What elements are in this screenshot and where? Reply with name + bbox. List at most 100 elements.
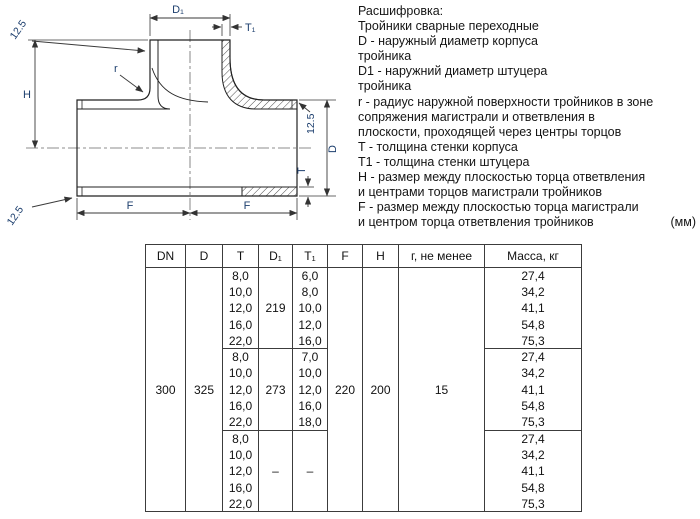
cell-t: 8,0 [222,348,259,366]
legend-line: H - размер между плоскостью торца ответв… [358,170,646,185]
col-header-r-min: г, не менее [398,244,485,268]
cell-t: 22,0 [222,332,259,350]
cell-t: 8,0 [222,430,259,447]
table-row: 12,0 10,0 41,1 [146,300,582,317]
legend-title: Расшифровка: [358,4,444,18]
bevel-label-top: 12.5 [8,18,30,42]
col-header-d1: D₁ [258,244,293,268]
radius-label: r [114,63,118,75]
legend-line: и центром торца ответвления тройников(мм… [358,215,696,230]
cell-t1: – [292,430,328,512]
col-header-mass: Масса, кг [484,244,582,268]
dim-label-d: D [327,145,339,153]
cell-mass: 75,3 [484,495,582,512]
cell-t: 12,0 [222,463,259,480]
bevel-edge-marks [81,100,293,196]
units-note: (мм) [670,215,696,230]
cell-t1: 7,0 [292,348,328,366]
cell-t: 16,0 [222,397,259,415]
dim-label-f-left: F [127,200,134,212]
cell-t1: 10,0 [292,365,328,382]
legend-line: Тройники сварные переходные [358,19,539,34]
cell-d: 325 [185,267,223,512]
cell-t1: 10,0 [292,300,328,317]
cell-mass: 75,3 [484,414,582,431]
cell-t: 8,0 [222,267,259,284]
dim-label-f-right: F [244,200,251,212]
dim-label-t: T [296,167,308,174]
tee-inner-profile-top [77,40,171,110]
cell-r-min: 15 [398,267,485,512]
cell-mass: 54,8 [484,316,582,333]
table-row: 16,0 16,0 54,8 [146,397,582,415]
section-hatch-branch-wall [221,39,298,110]
table-row: 22,0 16,0 75,3 [146,332,582,350]
cell-mass: 27,4 [484,267,582,284]
cell-t: 22,0 [222,414,259,431]
col-header-f: F [327,244,363,268]
cell-mass: 41,1 [484,381,582,398]
legend-line: T - толщина стенки корпуса [358,139,518,154]
cell-f: 220 [327,267,363,512]
col-header-dn: DN [145,244,186,268]
cell-t1: 12,0 [292,316,328,333]
cell-t: 12,0 [222,300,259,317]
col-header-d: D [185,244,223,268]
cell-t: 22,0 [222,495,259,512]
cell-t: 10,0 [222,283,259,301]
dim-label-h: H [23,89,31,101]
cell-t: 16,0 [222,479,259,496]
cell-mass: 34,2 [484,365,582,382]
cell-t1: 16,0 [292,397,328,415]
bevel-label-right: 12.5 [305,113,317,134]
cell-mass: 27,4 [484,430,582,447]
cell-t: 10,0 [222,446,259,464]
cell-d1: 219 [258,267,293,350]
table-row: 10,0 8,0 34,2 [146,283,582,301]
legend-line: и центрами торцов магистрали тройников [358,185,602,200]
cell-h: 200 [362,267,399,512]
cell-t1: 16,0 [292,332,328,350]
bevel-label-bottom: 12.5 [5,204,27,228]
legend-line: плоскости, проходящей через центры торцо… [358,124,622,139]
cell-t: 12,0 [222,381,259,398]
cell-mass: 75,3 [484,332,582,350]
cell-mass: 41,1 [484,300,582,317]
col-header-h: H [362,244,399,268]
legend-line: D - наружный диаметр корпуса [358,34,538,49]
tee-outer-profile [76,39,298,197]
cell-t1: 18,0 [292,414,328,431]
tee-technical-drawing: D₁ T₁ 12.5 r H D 12.5 T F F [5,4,339,228]
cell-mass: 34,2 [484,283,582,301]
legend-line: тройника [358,49,412,64]
transition-curve [151,67,209,103]
cell-t: 16,0 [222,316,259,333]
table-header-row: DN D T D₁ T₁ F H г, не менее Масса, кг [145,244,582,268]
cell-d1: 273 [258,348,293,431]
cell-t1: 8,0 [292,283,328,301]
col-header-t: T [222,244,259,268]
legend-line: T1 - толщина стенки штуцера [358,154,530,169]
cell-d1: – [258,430,293,512]
legend-line: тройника [358,79,412,94]
cell-t: 10,0 [222,365,259,382]
table-row: 8,0––27,4 [146,430,582,512]
table-row: 22,0 75,3 [146,495,582,512]
dim-label-t1: T₁ [245,22,256,34]
table-row: 12,0 41,1 [146,463,582,480]
cell-mass: 27,4 [484,348,582,366]
legend-line: r - радиус наружной поверхности тройнико… [358,94,654,109]
cell-t1: 6,0 [292,267,328,284]
section-hatch-bottom-wall [241,186,298,197]
cell-mass: 54,8 [484,397,582,415]
legend-line: F - размер между плоскостью торца магист… [358,200,639,215]
table-row: 10,0 10,0 34,2 [146,365,582,382]
legend: Расшифровка: Тройники сварные переходные… [358,4,696,230]
cell-mass: 41,1 [484,463,582,480]
